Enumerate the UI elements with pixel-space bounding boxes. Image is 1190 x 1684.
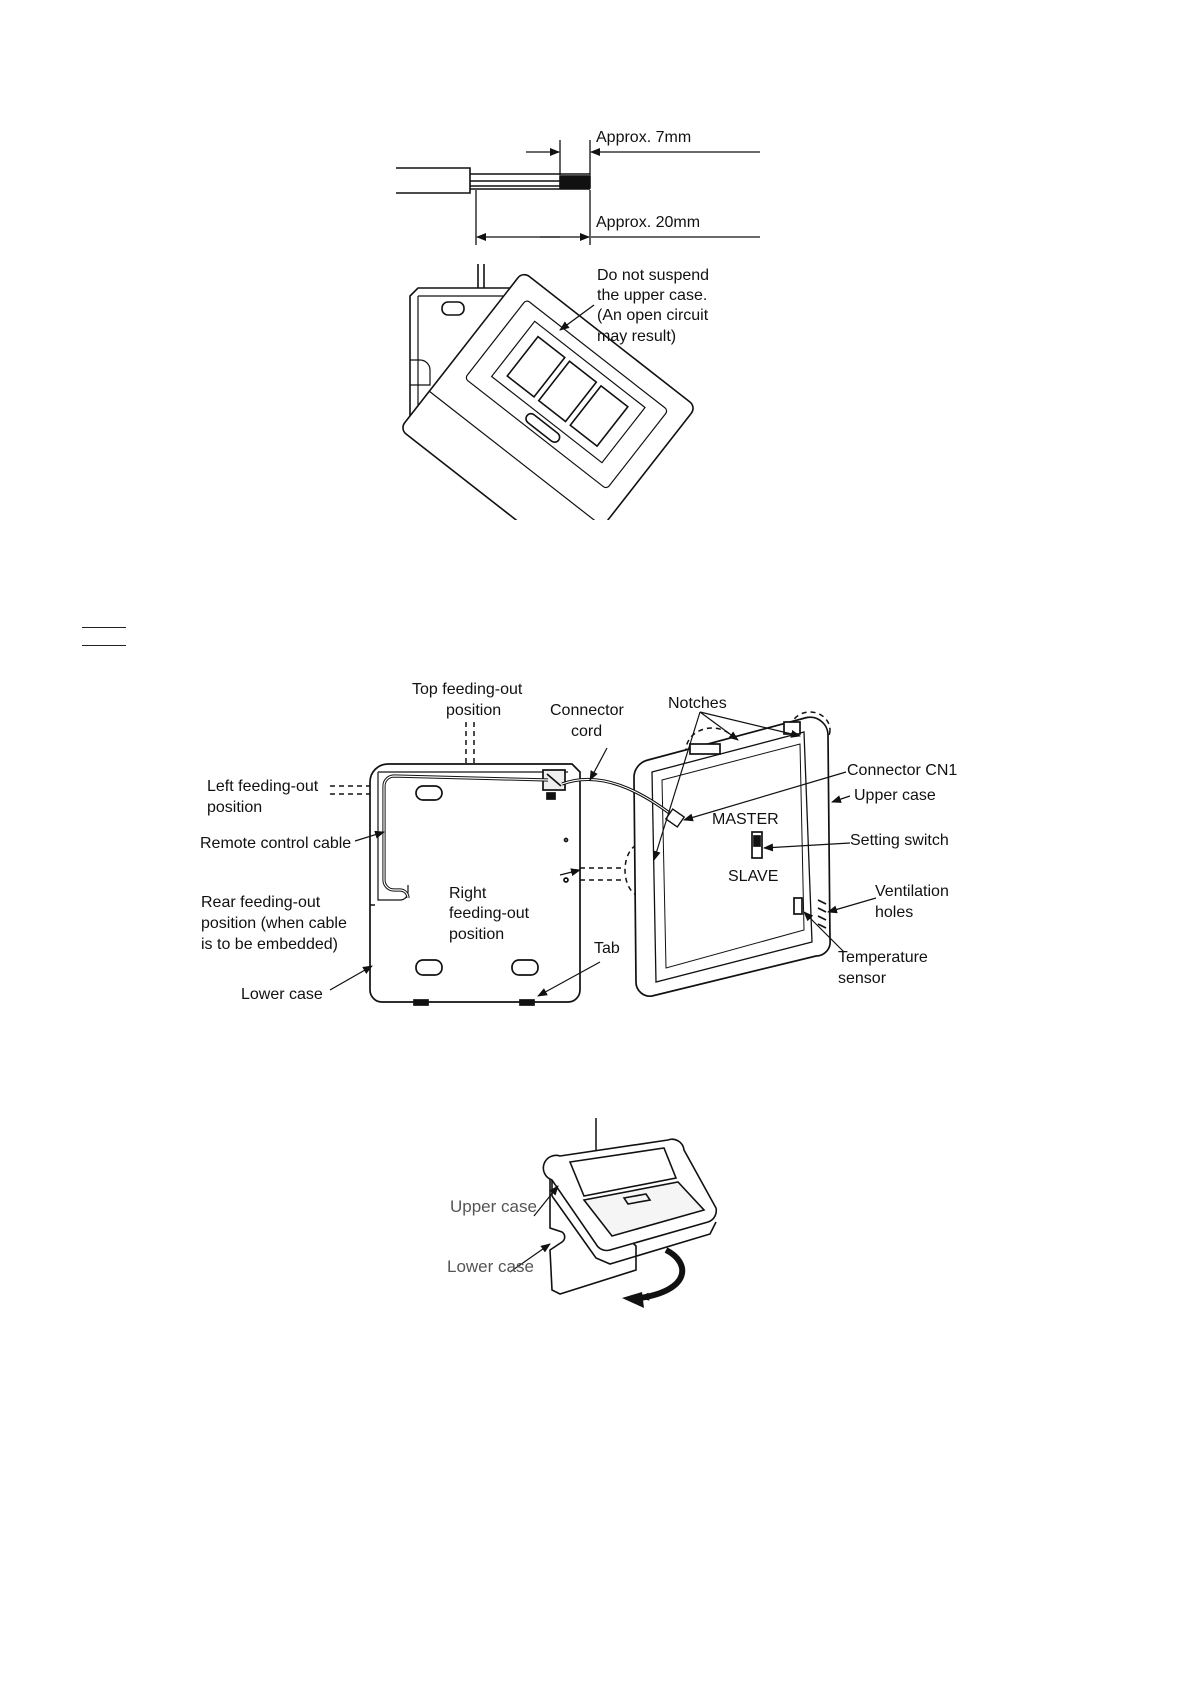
connector-cn1-label: Connector CN1 — [847, 762, 958, 779]
lower-case — [369, 763, 581, 1006]
connector-cord-label-1: Connector — [550, 702, 624, 719]
right-feeding-label-1: Right — [449, 885, 487, 902]
ventilation-label-2: holes — [875, 904, 914, 921]
warning-leader-line — [559, 304, 595, 331]
master-label: MASTER — [712, 811, 779, 828]
right-feeding-label-3: position — [449, 926, 505, 943]
connector-cord-label-2: cord — [571, 723, 603, 740]
lower-case-label: Lower case — [241, 986, 323, 1003]
top-feeding-label-2: position — [446, 702, 502, 719]
section-mark-top — [82, 627, 126, 628]
stripped-cable — [396, 167, 591, 194]
lower-case-label-figure3: Lower case — [447, 1257, 534, 1276]
warning-line-1: Do not suspend — [597, 267, 710, 284]
ventilation-label-1: Ventilation — [875, 883, 949, 900]
warning-line-4: may result) — [597, 328, 677, 345]
close-rotation-arrow — [639, 1247, 686, 1301]
tab-label: Tab — [594, 940, 620, 957]
temperature-sensor-label-1: Temperature — [838, 949, 928, 966]
figure1-diagram — [396, 140, 760, 520]
notches-label: Notches — [668, 695, 727, 712]
right-feeding-label-2: feeding-out — [449, 905, 530, 922]
temperature-sensor-label-2: sensor — [838, 970, 887, 987]
rear-feeding-label-1: Rear feeding-out — [201, 894, 321, 911]
left-feeding-label-2: position — [207, 799, 263, 816]
figure2-diagram — [329, 711, 877, 1006]
upper-case-label-figure3: Upper case — [450, 1197, 537, 1216]
rear-feeding-label-2: position (when cable — [201, 915, 347, 932]
dimension-20mm — [475, 190, 760, 245]
slave-label: SLAVE — [728, 868, 779, 885]
remote-control-cable-label: Remote control cable — [200, 835, 352, 852]
section-mark-bottom — [82, 645, 126, 646]
warning-line-2: the upper case. — [597, 287, 708, 304]
dimension-7mm — [526, 140, 760, 175]
upper-case-tilted-figure1 — [402, 273, 694, 520]
approx-20mm-label: Approx. 20mm — [596, 214, 701, 231]
top-feeding-label-1: Top feeding-out — [412, 681, 523, 698]
upper-case-figure3 — [542, 1138, 718, 1265]
warning-line-3: (An open circuit — [597, 307, 709, 324]
approx-7mm-label: Approx. 7mm — [596, 129, 692, 146]
left-feeding-label-1: Left feeding-out — [207, 778, 319, 795]
leader-lines — [329, 711, 877, 997]
upper-case-label: Upper case — [854, 787, 936, 804]
setting-switch-label: Setting switch — [850, 832, 949, 849]
rear-feeding-label-3: is to be embedded) — [201, 936, 338, 953]
upper-case — [633, 716, 831, 997]
